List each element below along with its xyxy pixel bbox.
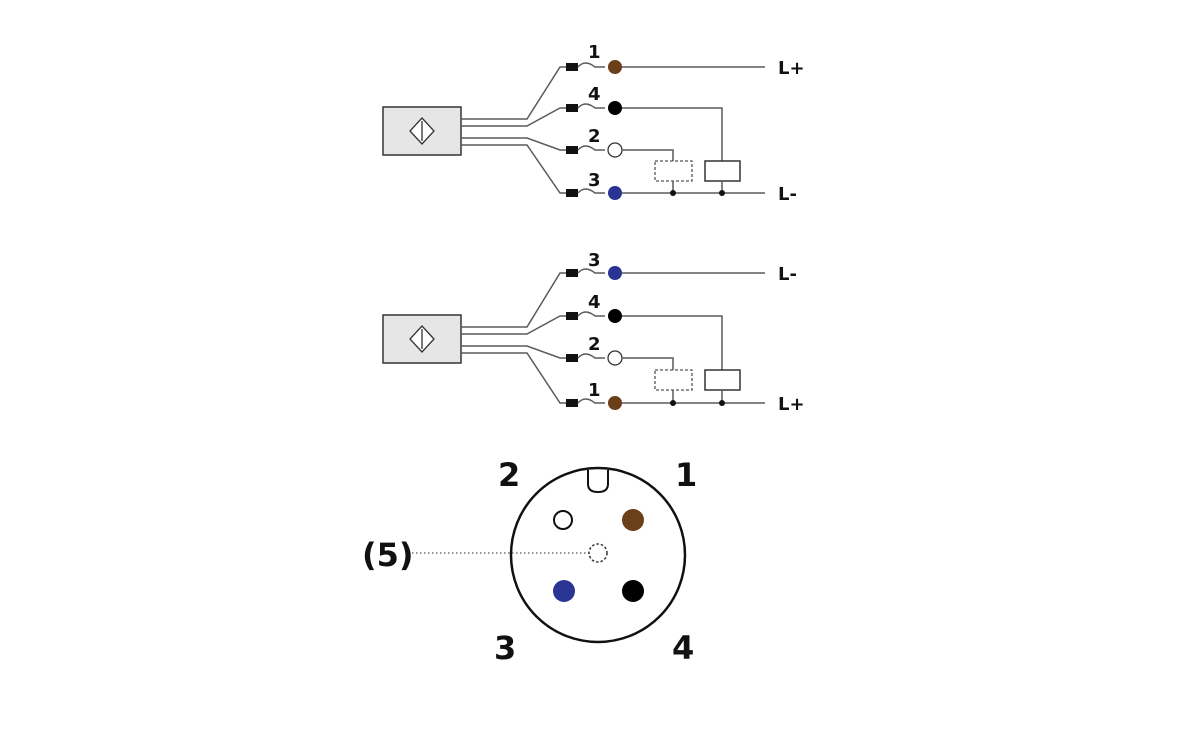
pin-number-label: 4 — [588, 84, 601, 105]
optional-load-box — [654, 160, 693, 182]
connector-pin-label-1: 1 — [675, 456, 697, 494]
pin-row: 4 — [566, 84, 723, 161]
pin-number-label: 3 — [588, 170, 601, 191]
connector-plug-icon — [566, 269, 578, 277]
junction-dot — [719, 190, 725, 196]
connector-plug-icon — [566, 189, 578, 197]
pin-row: 1 L+ — [566, 42, 805, 79]
rail-label-top: L- — [778, 264, 797, 285]
wiring-diagram-bottom: 3 L- 4 2 1 L+ — [382, 250, 805, 415]
pin-dot-black — [608, 101, 622, 115]
contact-optional-dashed — [588, 543, 608, 563]
pin-number-label: 2 — [588, 126, 601, 147]
pin-number-label: 3 — [588, 250, 601, 271]
pin-dot-white — [607, 142, 623, 158]
pin-dot-blue — [608, 186, 622, 200]
pin-number-label: 2 — [588, 334, 601, 355]
pin-row: 1 L+ — [566, 380, 805, 415]
connector-plug-icon — [566, 104, 578, 112]
pin-dot-black — [608, 309, 622, 323]
rail-label-bottom: L+ — [778, 394, 805, 415]
pin-row: 4 — [566, 292, 723, 370]
connector-plug-icon — [566, 312, 578, 320]
rail-label-top: L+ — [778, 58, 805, 79]
keying-notch-icon — [587, 470, 609, 494]
connector-pin-label-4: 4 — [672, 629, 694, 667]
contact-white — [553, 510, 573, 530]
pin-dot-brown — [608, 60, 622, 74]
connector-face: 2 1 3 4 (5) — [362, 456, 697, 667]
connector-plug-icon — [566, 354, 578, 362]
load-box — [704, 369, 741, 391]
wiring-diagram-top: 1 L+ 4 2 3 L- — [382, 42, 805, 205]
sensor-symbol-icon — [409, 325, 435, 353]
contact-black — [622, 580, 644, 602]
load-box — [704, 160, 741, 182]
pin-row: 3 L- — [566, 170, 797, 205]
pin-number-label: 1 — [588, 42, 601, 63]
junction-dot — [670, 190, 676, 196]
pin-dot-white — [607, 350, 623, 366]
contact-brown — [622, 509, 644, 531]
pin-dot-blue — [608, 266, 622, 280]
connector-plug-icon — [566, 63, 578, 71]
connector-pin-label-3: 3 — [494, 629, 516, 667]
connector-plug-icon — [566, 146, 578, 154]
sensor-symbol-icon — [409, 117, 435, 145]
rail-label-bottom: L- — [778, 184, 797, 205]
connector-pin-label-2: 2 — [498, 456, 520, 494]
contact-blue — [553, 580, 575, 602]
pin-number-label: 4 — [588, 292, 601, 313]
pin-row: 2 — [566, 334, 674, 370]
pin-row: 3 L- — [566, 250, 797, 285]
junction-dot — [670, 400, 676, 406]
optional-load-box — [654, 369, 693, 391]
pin-number-label: 1 — [588, 380, 601, 401]
connector-plug-icon — [566, 399, 578, 407]
junction-dot — [719, 400, 725, 406]
optional-pin-label: (5) — [362, 536, 414, 574]
pin-row: 2 — [566, 126, 674, 161]
pin-dot-brown — [608, 396, 622, 410]
